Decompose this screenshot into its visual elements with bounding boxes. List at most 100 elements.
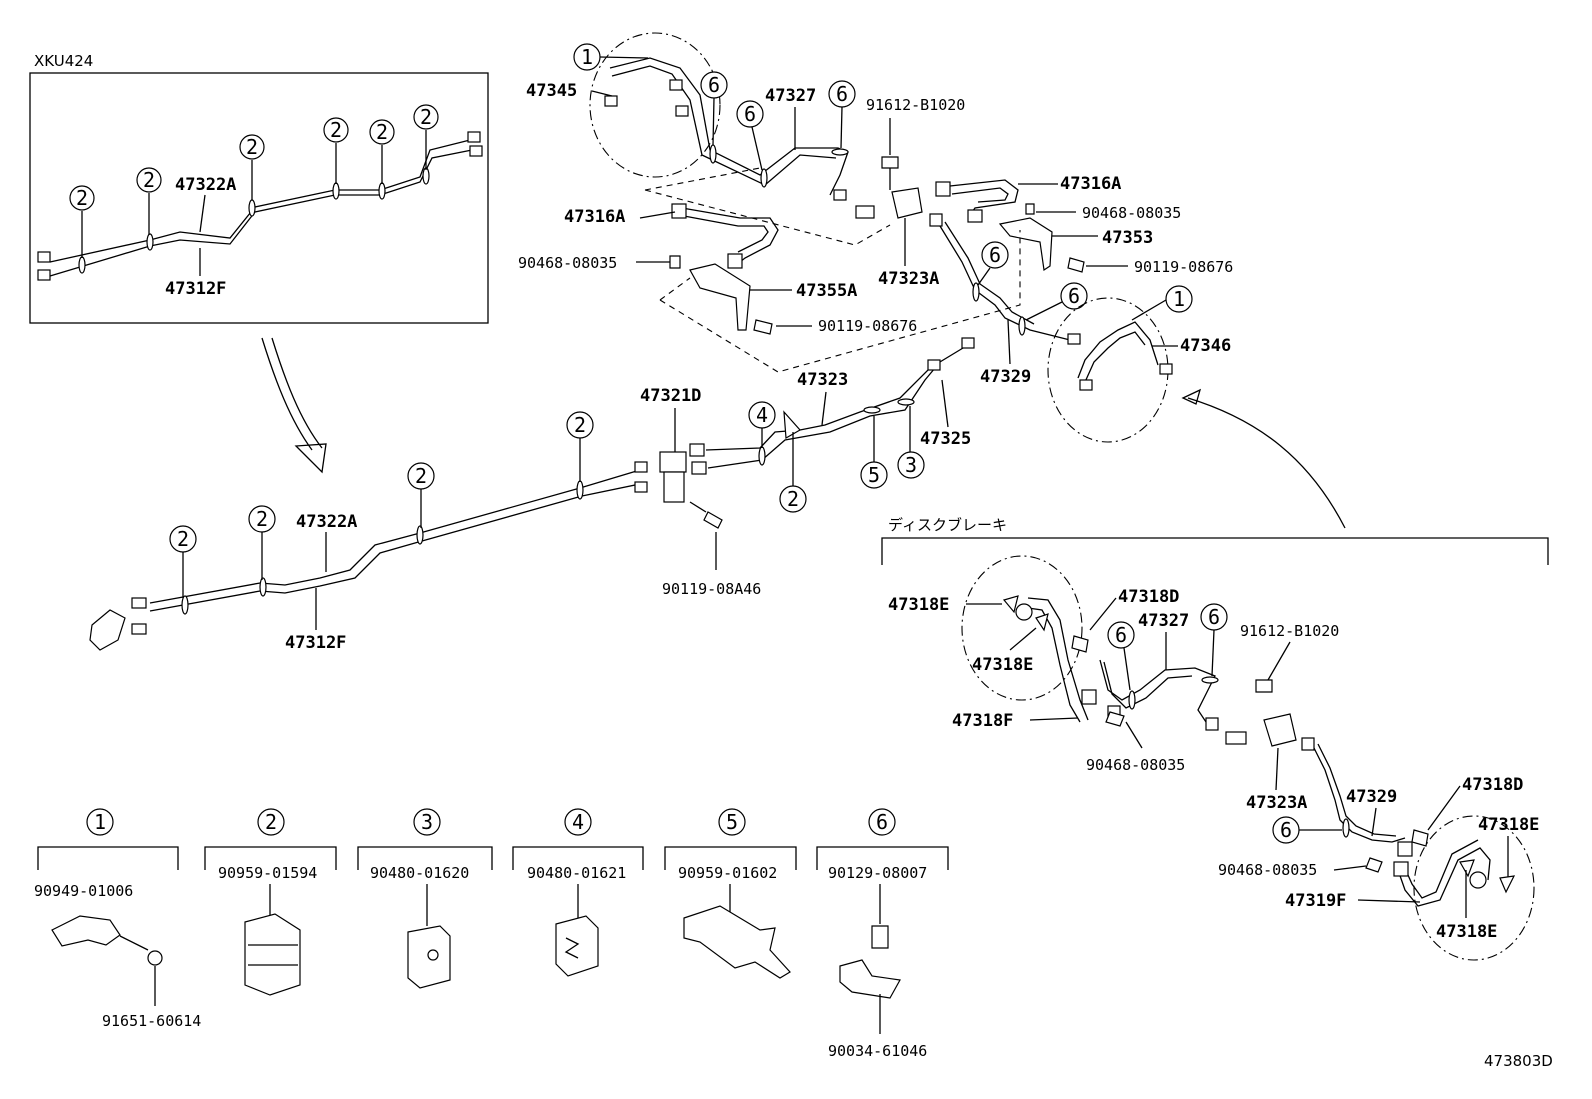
svg-text:2: 2 — [177, 527, 189, 551]
main-label-90119-08676-right: 90119-08676 — [1134, 258, 1233, 276]
main-label-47325: 47325 — [920, 429, 971, 449]
front-bracket — [89, 609, 126, 651]
main-label-47323A: 47323A — [878, 269, 939, 289]
inset-arrow — [261, 337, 327, 474]
inset-frame — [29, 72, 489, 324]
bracket-47353 — [998, 217, 1053, 272]
svg-text:3: 3 — [421, 810, 433, 834]
main-label-47323: 47323 — [797, 370, 848, 390]
disc-label-47318E-2: 47318E — [972, 655, 1033, 675]
disc-label-47327: 47327 — [1138, 611, 1189, 631]
main-label-47345: 47345 — [526, 81, 577, 101]
main-label-47322A: 47322A — [296, 512, 357, 532]
main-label-90119-08676-left: 90119-08676 — [818, 317, 917, 335]
disc-label-47318F: 47318F — [952, 711, 1013, 731]
upper-assembly: 1 6 6 6 47345 47327 91612-B1020 47323A 4… — [518, 32, 1346, 529]
legend-item-2: 2 90959-01594 — [204, 808, 337, 996]
svg-text:6: 6 — [744, 102, 756, 126]
legend-part-1: 90949-01006 — [34, 882, 133, 900]
main-label-47327: 47327 — [765, 86, 816, 106]
main-label-47321D: 47321D — [640, 386, 701, 406]
inset-label-47322A: 47322A — [175, 175, 236, 195]
legend-part-2: 90959-01594 — [218, 864, 317, 882]
svg-text:2: 2 — [265, 810, 277, 834]
svg-text:1: 1 — [1173, 287, 1185, 311]
main-label-47316A-left: 47316A — [564, 207, 625, 227]
disc-label-47319F: 47319F — [1285, 891, 1346, 911]
disc-label-47329: 47329 — [1346, 787, 1397, 807]
svg-text:6: 6 — [708, 73, 720, 97]
inset-clamps — [78, 167, 430, 274]
svg-text:6: 6 — [1208, 605, 1220, 629]
legend-subpart-6: 90034-61046 — [828, 1042, 927, 1060]
disc-label-90468-08035-1: 90468-08035 — [1086, 756, 1185, 774]
svg-text:3: 3 — [905, 453, 917, 477]
inset-ref-circles: 2 2 2 2 2 2 — [69, 104, 439, 211]
main-ref-circles-2: 2 2 2 2 — [169, 411, 594, 553]
legend-item-4: 4 90480-01621 — [512, 808, 644, 977]
svg-text:4: 4 — [572, 810, 584, 834]
inset-label-47312F: 47312F — [165, 279, 226, 299]
disc-label-90468-08035-2: 90468-08035 — [1218, 861, 1317, 879]
block-47323A — [891, 187, 923, 219]
legend-subpart-1: 91651-60614 — [102, 1012, 201, 1030]
disc-label-47318D-2: 47318D — [1462, 775, 1523, 795]
disc-label-47318D: 47318D — [1118, 587, 1179, 607]
inset-title: XKU424 — [34, 52, 93, 70]
svg-text:6: 6 — [989, 243, 1001, 267]
main-tube-assembly: 2 2 2 2 47322A 47312F — [89, 411, 648, 653]
rear-ref-circles: 4 2 5 3 — [748, 401, 925, 513]
svg-text:5: 5 — [726, 810, 738, 834]
legend-item-6: 6 90129-08007 90034-61046 — [816, 808, 949, 1060]
main-label-90468-08035-left: 90468-08035 — [518, 254, 617, 272]
legend-part-6: 90129-08007 — [828, 864, 927, 882]
svg-text:5: 5 — [868, 463, 880, 487]
legend-part-5: 90959-01602 — [678, 864, 777, 882]
main-label-47316A-right: 47316A — [1060, 174, 1121, 194]
legend-item-5: 5 90959-01602 — [664, 808, 797, 979]
disc-brake-title: ディスクブレーキ — [888, 516, 1007, 534]
svg-text:2: 2 — [330, 118, 342, 142]
legend-part-3: 90480-01620 — [370, 864, 469, 882]
svg-text:2: 2 — [246, 135, 258, 159]
main-label-47346: 47346 — [1180, 336, 1231, 356]
disc-label-47318E-3: 47318E — [1478, 815, 1539, 835]
svg-text:6: 6 — [876, 810, 888, 834]
svg-text:2: 2 — [420, 105, 432, 129]
figure-code: 473803D — [1484, 1052, 1553, 1070]
svg-text:2: 2 — [143, 168, 155, 192]
disc-label-47323A: 47323A — [1246, 793, 1307, 813]
main-label-90468-08035-right: 90468-08035 — [1082, 204, 1181, 222]
disc-label-47318E-1: 47318E — [888, 595, 949, 615]
disc-brake-section: ディスクブレーキ 47318E 47318E 47318D 47318F 6 6… — [881, 516, 1549, 961]
main-label-91612-B1020: 91612-B1020 — [866, 96, 965, 114]
three-way-union: 47321D 90119-08A46 — [640, 386, 761, 598]
svg-text:2: 2 — [256, 507, 268, 531]
svg-text:4: 4 — [756, 403, 768, 427]
svg-text:2: 2 — [787, 487, 799, 511]
legend: 1 90949-01006 91651-60614 2 90959-01594 … — [34, 808, 949, 1060]
bracket-47355A — [689, 263, 751, 331]
legend-item-1: 1 90949-01006 91651-60614 — [34, 808, 201, 1030]
svg-text:2: 2 — [376, 120, 388, 144]
svg-text:1: 1 — [94, 810, 106, 834]
svg-text:6: 6 — [1280, 818, 1292, 842]
svg-text:2: 2 — [415, 464, 427, 488]
rear-pipe: 4 2 5 3 47323 47325 — [705, 337, 975, 513]
svg-text:1: 1 — [581, 45, 593, 69]
main-label-47312F: 47312F — [285, 633, 346, 653]
main-label-47353: 47353 — [1102, 228, 1153, 248]
inset-panel: XKU424 2 2 2 2 2 — [29, 52, 489, 324]
main-label-47329: 47329 — [980, 367, 1031, 387]
legend-item-3: 3 90480-01620 — [357, 808, 493, 989]
legend-part-4: 90480-01621 — [527, 864, 626, 882]
main-label-90119-08A46: 90119-08A46 — [662, 580, 761, 598]
main-label-47355A: 47355A — [796, 281, 857, 301]
disc-label-47318E-4: 47318E — [1436, 922, 1497, 942]
svg-text:6: 6 — [836, 82, 848, 106]
svg-text:2: 2 — [574, 413, 586, 437]
svg-text:2: 2 — [76, 186, 88, 210]
disc-label-91612-B1020: 91612-B1020 — [1240, 622, 1339, 640]
svg-text:6: 6 — [1115, 623, 1127, 647]
